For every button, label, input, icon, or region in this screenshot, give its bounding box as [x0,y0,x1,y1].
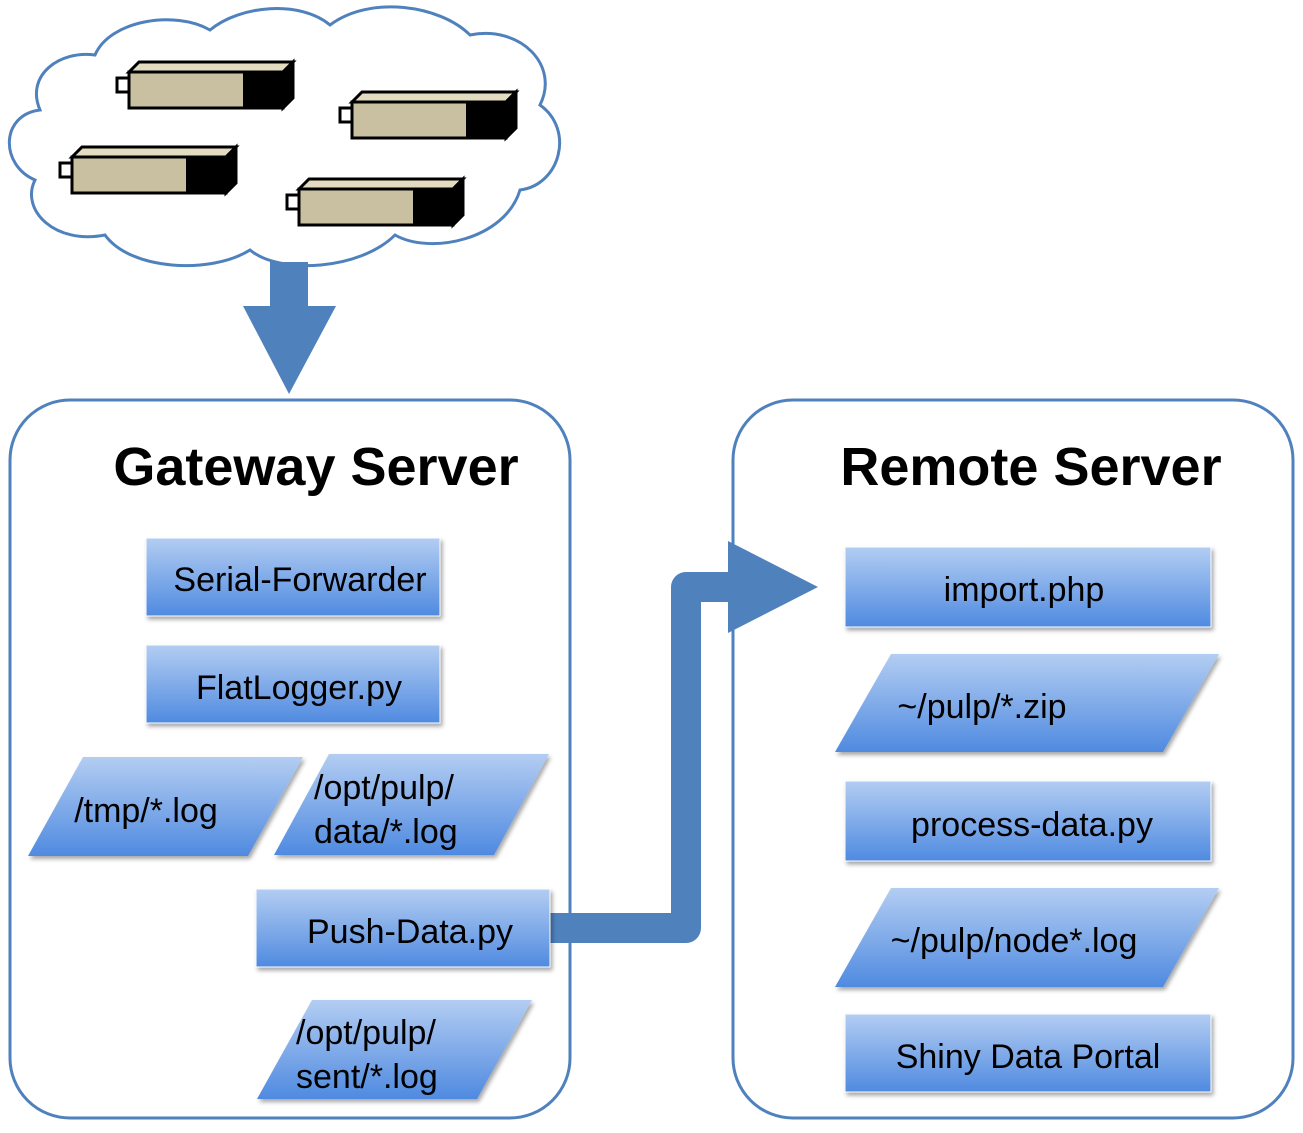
push-to-remote-arrow [548,541,818,943]
flatlogger-label: FlatLogger.py [196,669,402,707]
sensor-node [338,88,520,142]
opt-data-log-storage: /opt/pulp/ data/*.log [274,754,549,855]
tmp-log-storage: /tmp/*.log [28,757,303,856]
import-php-label: import.php [944,571,1105,609]
cloud-to-gateway-arrow [243,262,336,394]
tmp-log-label: /tmp/*.log [74,792,218,830]
pulp-zip-label: ~/pulp/*.zip [897,688,1066,726]
serial-forwarder-label: Serial-Forwarder [173,561,426,599]
remote-server-title: Remote Server [840,437,1221,497]
process-data-box: process-data.py [844,780,1212,862]
push-data-label: Push-Data.py [307,913,513,951]
shiny-portal-label: Shiny Data Portal [896,1038,1161,1076]
node-log-label: ~/pulp/node*.log [891,922,1138,960]
gateway-server-title: Gateway Server [113,437,518,497]
sensor-cloud [7,5,562,268]
opt-data-log-label-line1: /opt/pulp/ [314,769,454,807]
sensor-node [285,175,467,229]
flatlogger-box: FlatLogger.py [145,644,441,724]
shiny-portal-box: Shiny Data Portal [844,1013,1212,1093]
serial-forwarder-box: Serial-Forwarder [145,537,441,617]
opt-sent-log-label-line2: sent/*.log [296,1058,438,1096]
process-data-label: process-data.py [911,806,1153,844]
sensor-node [115,58,297,112]
import-php-box: import.php [844,546,1212,628]
remote-server-panel: Remote Server [731,398,1295,1120]
opt-sent-log-label-line1: /opt/pulp/ [296,1014,436,1052]
opt-data-log-label-line2: data/*.log [314,813,458,851]
push-data-box: Push-Data.py [255,888,551,968]
sensor-node [58,143,240,197]
opt-sent-log-storage: /opt/pulp/ sent/*.log [257,1000,532,1099]
node-log-storage: ~/pulp/node*.log [835,888,1219,987]
pulp-zip-storage: ~/pulp/*.zip [835,654,1219,752]
